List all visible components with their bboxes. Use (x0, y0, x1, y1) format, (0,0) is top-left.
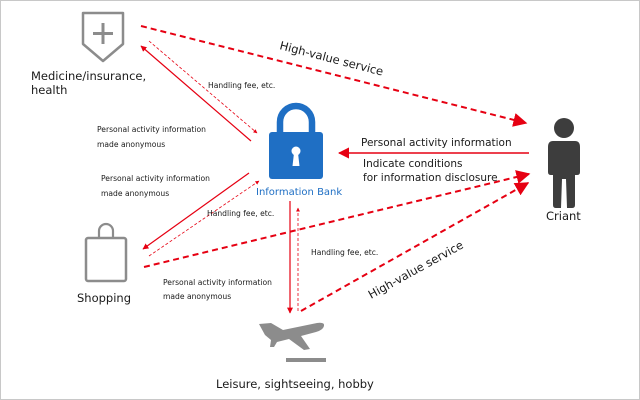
label-handling-fee-medicine: Handling fee, etc. (208, 81, 275, 90)
medical-cross-icon (81, 11, 125, 63)
arrow-bank-shopping-anon (142, 172, 250, 250)
label-anon-shopping-1: Personal activity information (101, 174, 210, 183)
node-label-leisure: Leisure, sightseeing, hobby (216, 377, 374, 391)
label-anon-medicine-2: made anonymous (97, 140, 165, 149)
arrow-service-leisure-criant (300, 182, 530, 312)
node-label-shopping: Shopping (77, 291, 131, 305)
node-label-criant: Criant (546, 209, 581, 223)
node-label-bank: Information Bank (256, 187, 342, 198)
node-label-medicine-line2: health (31, 83, 67, 97)
arrow-bank-medicine-anon (140, 45, 252, 142)
arrow-medicine-bank-fee (148, 40, 258, 134)
label-anon-medicine-1: Personal activity information (97, 125, 206, 134)
label-anon-shopping-2: made anonymous (101, 189, 169, 198)
label-handling-fee-shopping: Handling fee, etc. (207, 209, 274, 218)
label-anon-leisure-2: made anonymous (163, 292, 231, 301)
node-label-medicine: Medicine/insurance, (31, 69, 146, 83)
person-icon (548, 118, 580, 208)
label-indicate-conditions-2: for information disclosure (363, 172, 498, 184)
label-high-value-service-top: High-value service (278, 38, 385, 78)
airplane-icon (259, 322, 326, 362)
arrow-shopping-bank-fee (148, 180, 260, 257)
label-anon-leisure-1: Personal activity information (163, 278, 272, 287)
lock-icon (269, 102, 323, 179)
arrow-service-shopping-criant (143, 170, 531, 268)
label-handling-fee-leisure: Handling fee, etc. (311, 248, 378, 257)
label-personal-activity-info: Personal activity information (361, 137, 512, 149)
shopping-bag-icon (84, 222, 128, 283)
arrow-service-medicine-criant (140, 25, 528, 127)
label-indicate-conditions-1: Indicate conditions (363, 158, 462, 170)
